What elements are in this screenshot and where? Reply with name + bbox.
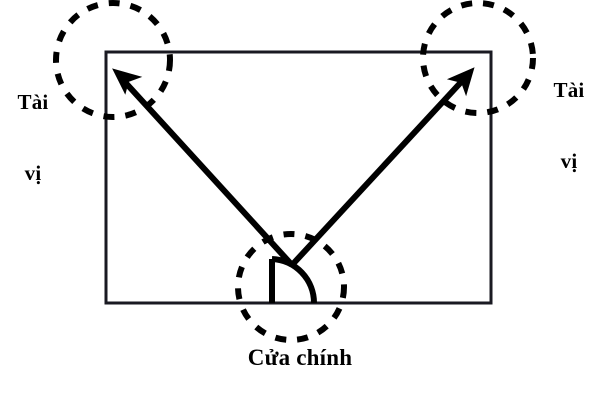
energy-arrow-right xyxy=(289,67,475,268)
label-wealth-right-line1: Tài xyxy=(553,78,585,103)
wealth-corner-right-circle xyxy=(420,0,536,116)
label-wealth-position-left: Tài vị xyxy=(2,44,64,232)
room-rectangle xyxy=(104,50,493,305)
label-wealth-position-right: Tài vị xyxy=(538,32,600,220)
door-swing-arc xyxy=(271,256,318,304)
label-wealth-right-line2: vị xyxy=(560,148,578,173)
label-main-door: Cửa chính xyxy=(247,345,353,370)
label-wealth-left-line2: vị xyxy=(24,160,42,185)
wealth-corner-left-circle xyxy=(53,0,173,120)
energy-arrow-left xyxy=(112,68,295,268)
label-wealth-left-line1: Tài xyxy=(17,90,49,115)
main-door-zone-circle xyxy=(235,231,347,343)
